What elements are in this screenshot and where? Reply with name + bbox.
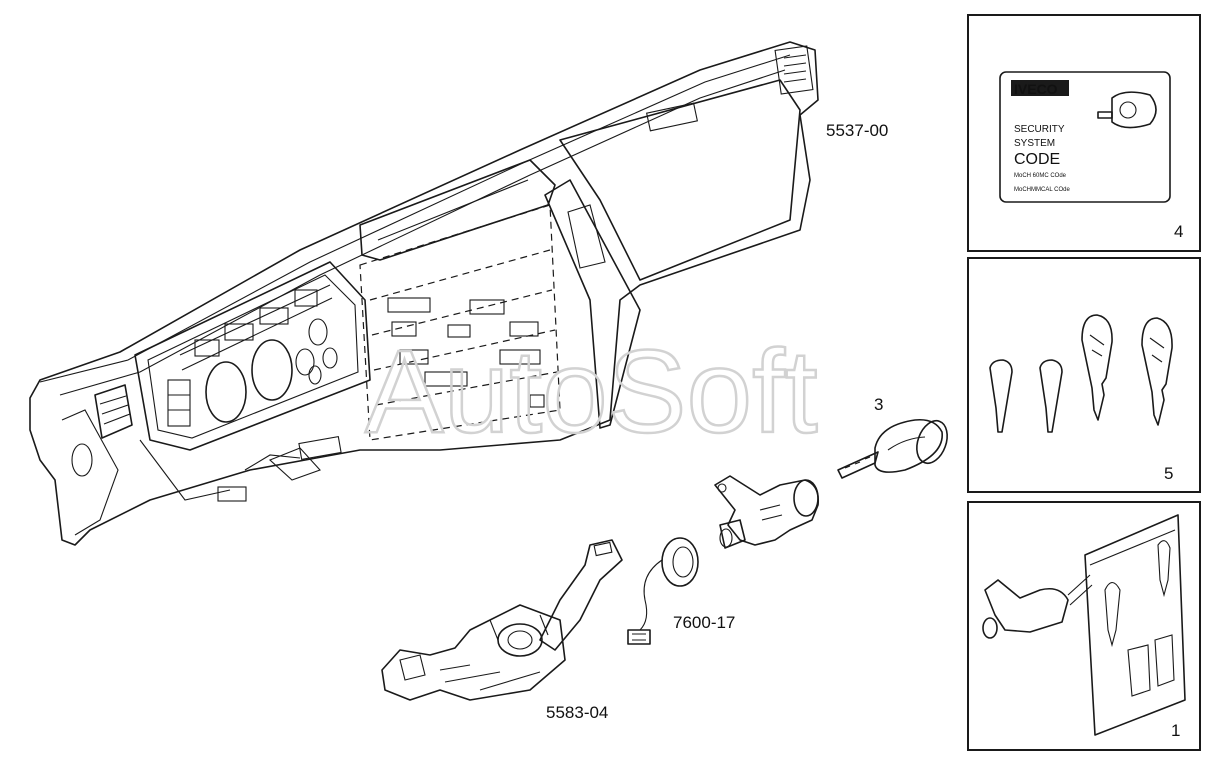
callout-immobilizer: 7600-17: [673, 613, 735, 632]
card-line3: CODE: [1014, 151, 1060, 168]
panel-security-card[interactable]: IVECO SECURITY SYSTEM CODE MoCH 60MC COd…: [967, 14, 1201, 252]
panel-number-4: 4: [1174, 222, 1183, 241]
callout-key: 3: [874, 395, 883, 414]
ignition-key-drawing[interactable]: [837, 417, 953, 479]
card-small2: MoCHMMCAL COde: [1014, 187, 1070, 193]
immobilizer-ring-drawing[interactable]: [627, 537, 699, 645]
card-line1: SECURITY: [1014, 124, 1065, 135]
watermark: AutoSoft: [365, 326, 818, 458]
long-key-icon: [1141, 317, 1173, 426]
callout-dashboard: 5537-00: [826, 121, 888, 140]
callout-steering-switch: 5583-04: [546, 703, 608, 722]
steering-switch-drawing[interactable]: [381, 539, 623, 701]
panel-number-1: 1: [1171, 721, 1180, 740]
card-small1: MoCH 60MC COde: [1014, 173, 1067, 179]
short-key-icon: [1039, 359, 1063, 433]
card-brand: IVECO: [1014, 81, 1058, 97]
lock-cylinder-drawing[interactable]: [714, 475, 820, 549]
panel-lock-kit[interactable]: 1: [967, 501, 1201, 751]
panel-key-set[interactable]: 5: [967, 257, 1201, 493]
short-key-icon: [989, 359, 1013, 433]
dashboard-drawing[interactable]: [29, 41, 819, 546]
key-fob-icon: [1119, 101, 1137, 119]
long-key-icon: [1081, 314, 1113, 421]
iveco-logo: [1011, 80, 1069, 96]
panel-number-5: 5: [1164, 464, 1173, 483]
card-line2: SYSTEM: [1014, 138, 1055, 149]
